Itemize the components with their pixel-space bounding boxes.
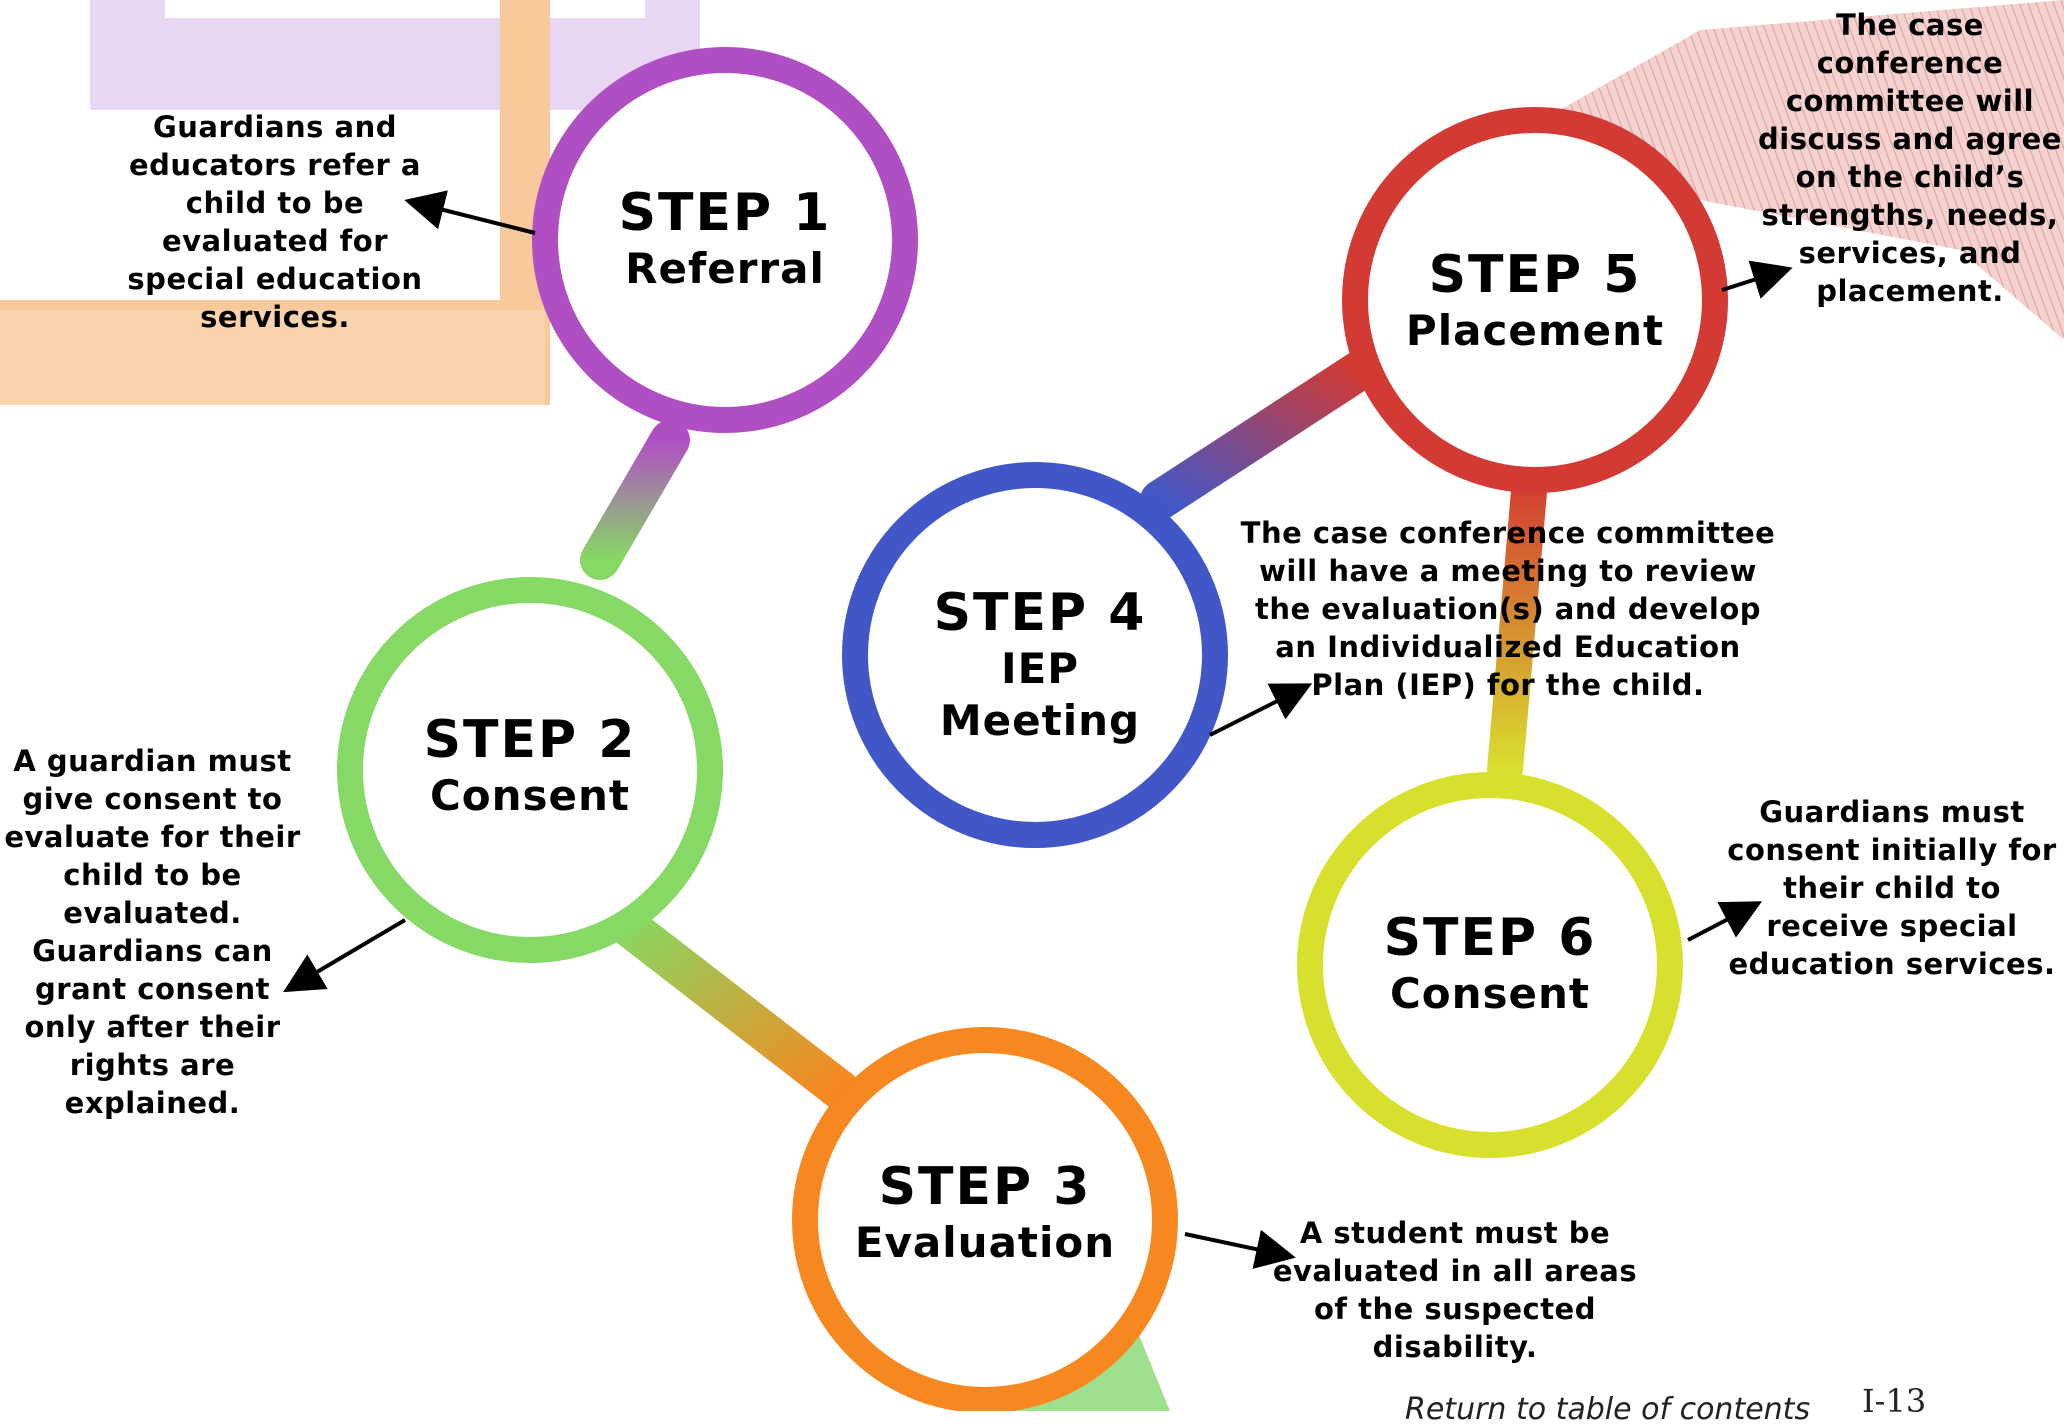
step6-description: Guardians must consent initially for the… [1727, 795, 2057, 981]
step2-number: STEP 2 [423, 710, 637, 770]
step3-label: STEP 3 Evaluation [845, 1157, 1125, 1269]
step1-number: STEP 1 [618, 183, 832, 243]
step6-label: STEP 6 Consent [1360, 908, 1620, 1020]
step3-name: Evaluation [854, 1218, 1116, 1267]
step5-number: STEP 5 [1428, 245, 1642, 305]
arrow-step5 [1721, 260, 1793, 299]
step3-circle [792, 1027, 1178, 1411]
step2-description: A guardian must give consent to evaluate… [4, 744, 301, 1120]
arrow-step6 [1687, 901, 1763, 942]
connectors [580, 350, 1548, 1110]
step4-number: STEP 4 [933, 583, 1147, 643]
step5-description: The case conference committee will discu… [1758, 8, 2062, 308]
step5-circle [1342, 107, 1728, 493]
step-circles [337, 47, 1728, 1411]
step6-circle [1297, 772, 1683, 1158]
step4-circle [842, 462, 1228, 848]
step4-label: STEP 4 IEP Meeting [895, 583, 1185, 747]
step6-name: Consent [1389, 969, 1591, 1018]
step1-circle [532, 47, 918, 433]
step6-number: STEP 6 [1383, 908, 1597, 968]
table-of-contents-link[interactable]: Return to table of contents [1405, 1392, 1811, 1427]
step4-name: IEP Meeting [939, 644, 1141, 745]
step1-label: STEP 1 Referral [600, 183, 850, 295]
step2-circle [337, 577, 723, 963]
step2-name: Consent [429, 771, 631, 820]
arrow-step4 [1209, 683, 1313, 737]
page-number: I-13 [1862, 1382, 1927, 1420]
arrow-step2 [283, 918, 407, 993]
step1-name: Referral [625, 244, 825, 293]
step5-name: Placement [1405, 306, 1665, 355]
arrow-step1 [404, 190, 536, 235]
step1-description: Guardians and educators refer a child to… [127, 110, 423, 334]
arrow-step3 [1184, 1229, 1296, 1269]
step3-number: STEP 3 [878, 1157, 1092, 1217]
arrows [283, 190, 1793, 1269]
step2-label: STEP 2 Consent [395, 710, 665, 822]
step3-description: A student must be evaluated in all areas… [1272, 1216, 1638, 1364]
step5-label: STEP 5 Placement [1405, 245, 1665, 357]
step4-description: The case conference committee will have … [1240, 516, 1776, 702]
